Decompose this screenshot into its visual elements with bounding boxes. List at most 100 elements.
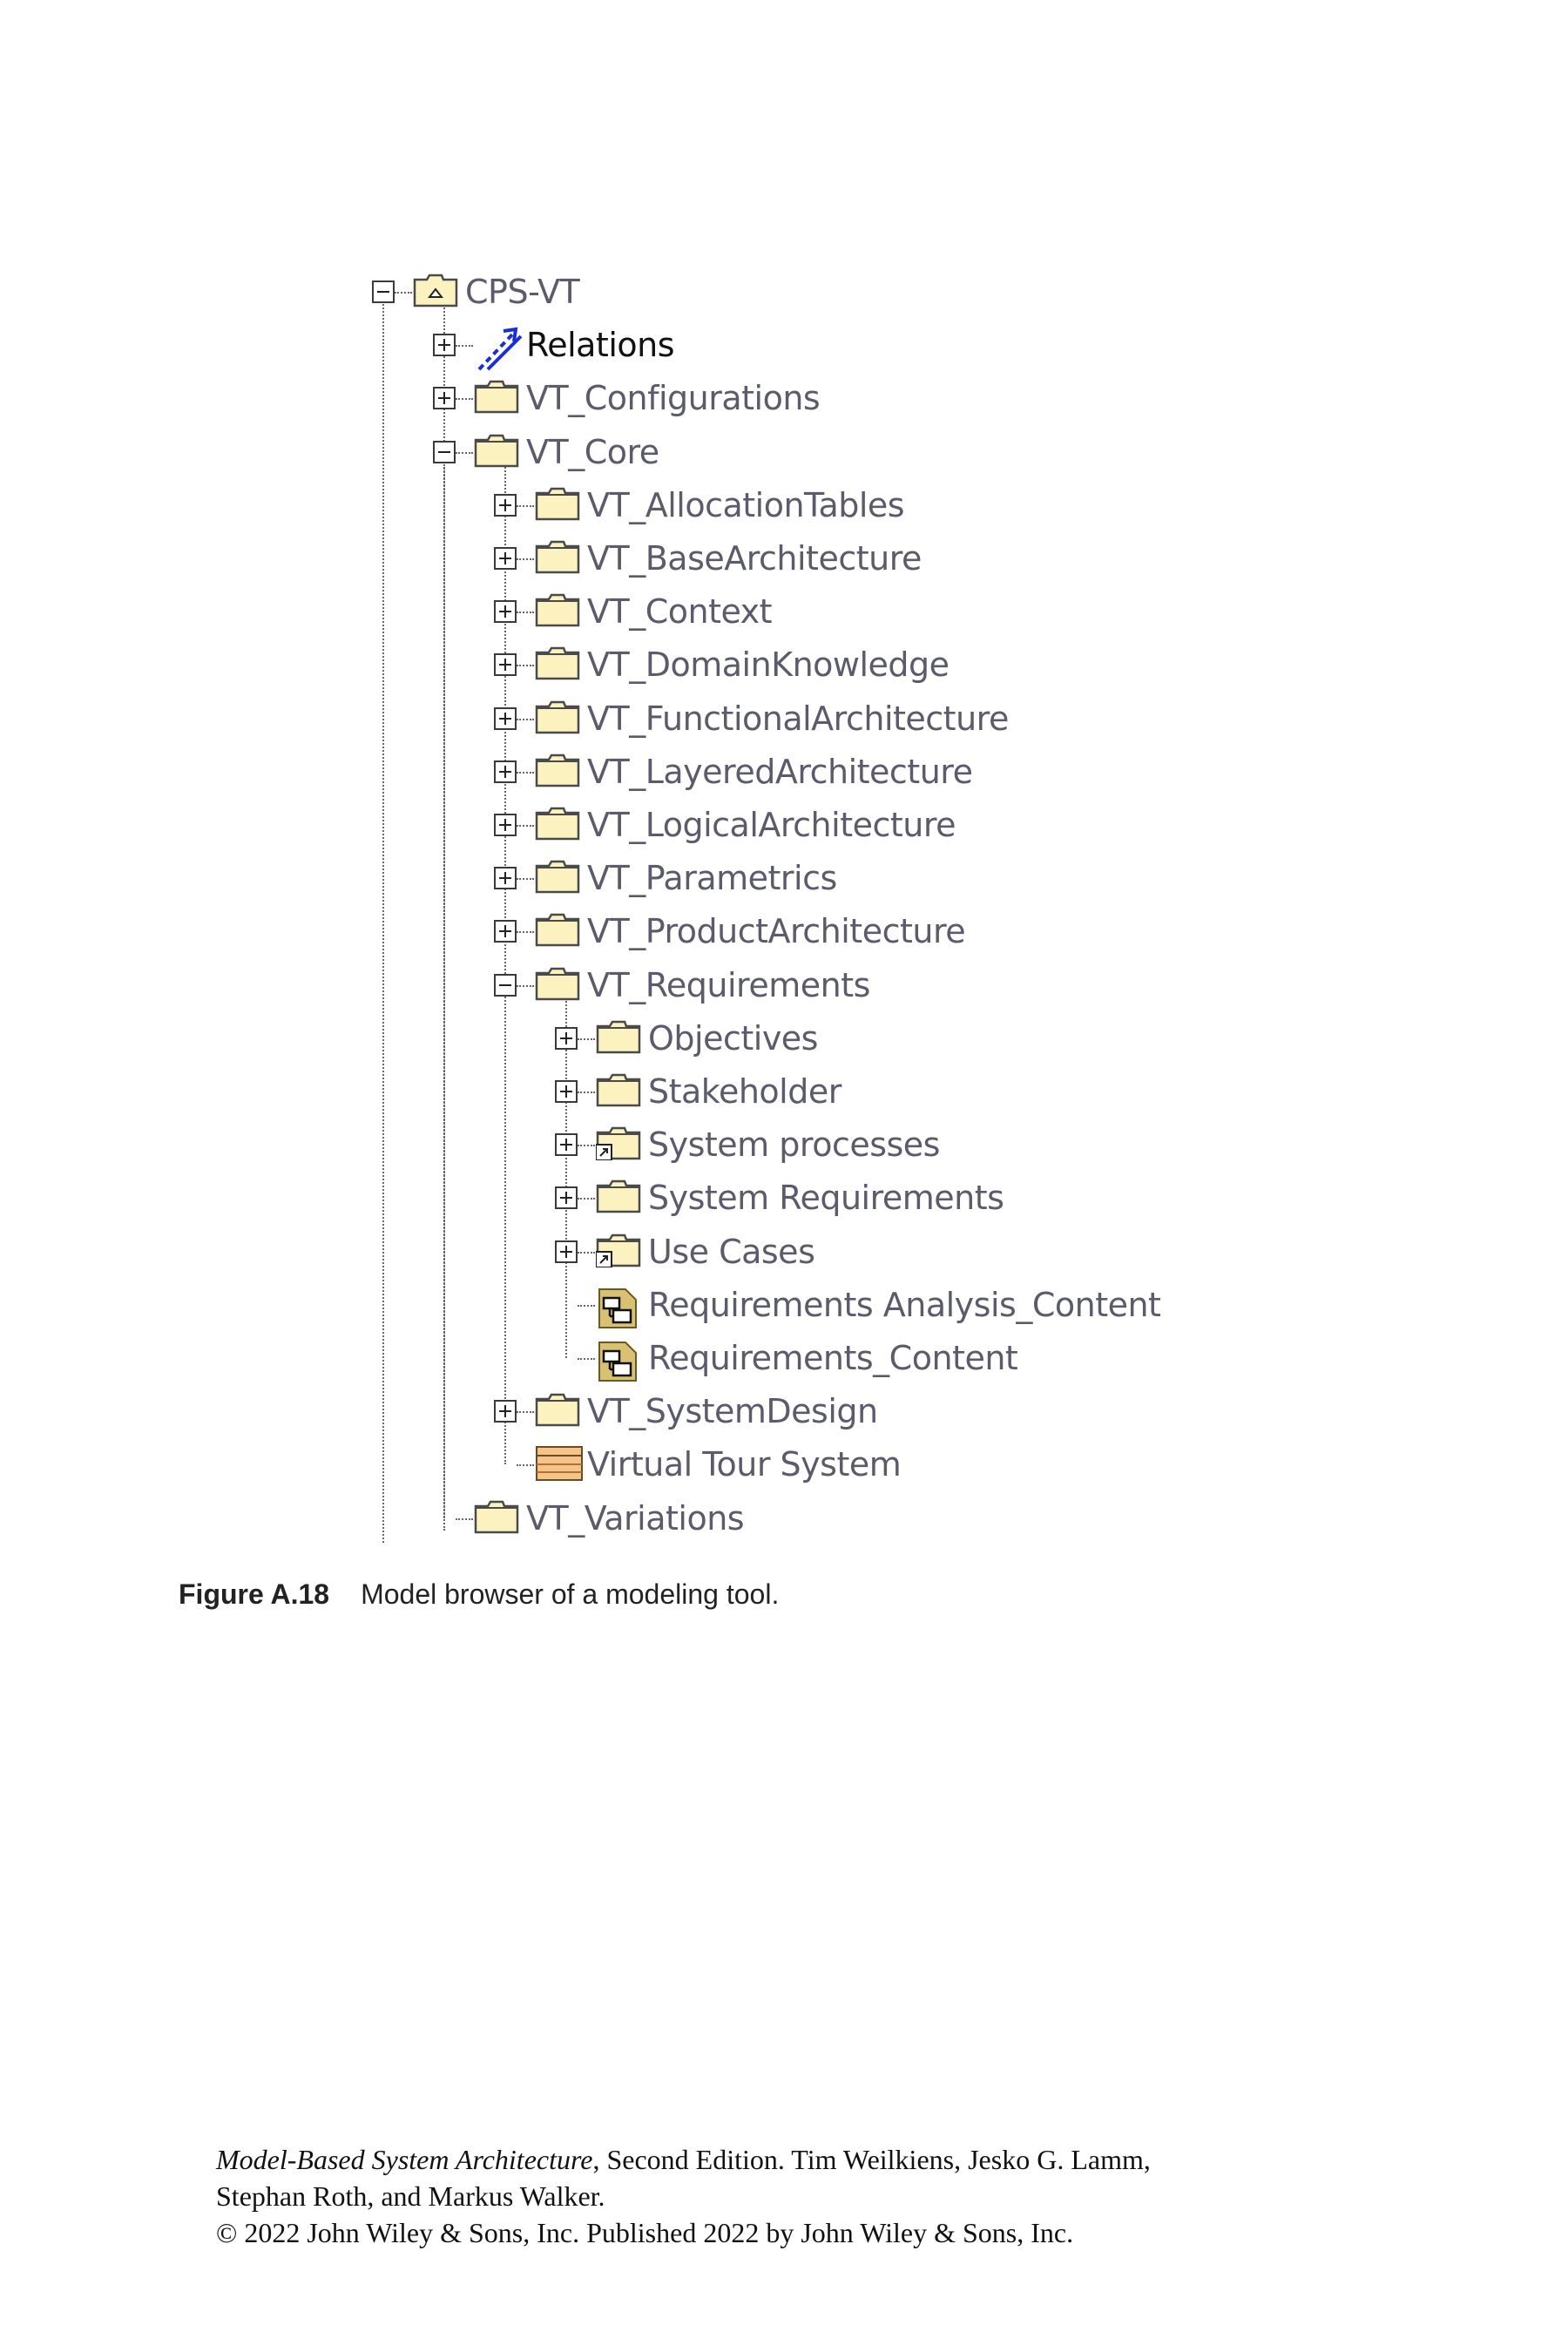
tree-connector xyxy=(517,558,534,560)
folder-icon xyxy=(474,1499,519,1534)
expand-toggle[interactable] xyxy=(555,1133,578,1157)
relations-icon xyxy=(474,326,523,371)
toggle-bar xyxy=(565,1085,567,1098)
expand-toggle[interactable] xyxy=(494,653,517,677)
tree-connector xyxy=(456,451,473,454)
tree-item-vt-systemdesign[interactable]: VT_SystemDesign xyxy=(587,1392,878,1431)
toggle-bar xyxy=(504,925,506,938)
tree-item-virtual-tour-system[interactable]: Virtual Tour System xyxy=(587,1445,902,1484)
expand-toggle[interactable] xyxy=(494,547,517,570)
book-footer: Model-Based System Architecture, Second … xyxy=(216,2141,1151,2251)
folder-icon xyxy=(535,700,580,734)
tree-item-vt-parametrics[interactable]: VT_Parametrics xyxy=(587,859,837,898)
tree-item-vt-domainknowledge[interactable]: VT_DomainKnowledge xyxy=(587,645,950,685)
figure-number: Figure A.18 xyxy=(179,1578,330,1610)
folder-icon xyxy=(474,379,519,414)
tree-item-vt-basearchitecture[interactable]: VT_BaseArchitecture xyxy=(587,539,922,578)
tree-item-objectives[interactable]: Objectives xyxy=(648,1018,818,1058)
tree-item-system-processes[interactable]: System processes xyxy=(648,1125,940,1165)
tree-item-stakeholder[interactable]: Stakeholder xyxy=(648,1072,841,1111)
expand-toggle[interactable] xyxy=(433,334,456,357)
diagram-icon xyxy=(596,1339,641,1382)
tree-connector xyxy=(517,825,534,827)
toggle-bar xyxy=(504,819,506,831)
tree-item-vt-productarchitecture[interactable]: VT_ProductArchitecture xyxy=(587,912,966,951)
tree-item-vt-allocationtables[interactable]: VT_AllocationTables xyxy=(587,485,905,524)
footer-line-3: © 2022 John Wiley & Sons, Inc. Published… xyxy=(216,2217,1074,2248)
folder-icon xyxy=(535,486,580,521)
expand-toggle[interactable] xyxy=(494,706,517,730)
tree-item-vt-layeredarchitecture[interactable]: VT_LayeredArchitecture xyxy=(587,752,973,791)
tree-guide-line xyxy=(382,304,384,1543)
toggle-bar xyxy=(499,983,511,986)
toggle-bar xyxy=(504,605,506,618)
toggle-bar xyxy=(565,1245,567,1258)
tree-item-relations[interactable]: Relations xyxy=(526,326,675,365)
tree-connector xyxy=(517,612,534,614)
diagram-icon xyxy=(596,1286,641,1328)
toggle-bar xyxy=(565,1031,567,1044)
tree-item-vt-variations[interactable]: VT_Variations xyxy=(526,1498,745,1538)
folder-icon xyxy=(535,645,580,680)
tree-item-use-cases[interactable]: Use Cases xyxy=(648,1232,815,1271)
tree-connector xyxy=(517,718,534,720)
toggle-bar xyxy=(377,291,389,293)
tree-connector xyxy=(517,771,534,774)
tree-item-vt-logicalarchitecture[interactable]: VT_LogicalArchitecture xyxy=(587,806,956,844)
tree-connector xyxy=(578,1304,595,1307)
tree-connector xyxy=(517,665,534,667)
tree-item-vt-context[interactable]: VT_Context xyxy=(587,592,773,632)
block-icon xyxy=(535,1445,583,1482)
expand-toggle[interactable] xyxy=(494,1400,517,1423)
collapse-toggle[interactable] xyxy=(433,440,456,463)
tree-connector xyxy=(456,345,473,348)
tree-connector xyxy=(578,1145,595,1147)
expand-toggle[interactable] xyxy=(555,1080,578,1103)
tree-item-vt-configurations[interactable]: VT_Configurations xyxy=(526,379,821,418)
footer-line-1: Model-Based System Architecture, Second … xyxy=(216,2141,1151,2178)
expand-toggle[interactable] xyxy=(433,387,456,410)
expand-toggle[interactable] xyxy=(494,600,517,624)
folder-icon xyxy=(535,1392,580,1427)
folder-icon xyxy=(535,859,580,894)
folder-icon xyxy=(535,806,580,841)
collapse-toggle[interactable] xyxy=(372,280,395,303)
tree-item-system-requirements[interactable]: System Requirements xyxy=(648,1179,1004,1218)
expand-toggle[interactable] xyxy=(494,867,517,890)
tree-connector xyxy=(456,1517,473,1520)
folder-icon xyxy=(596,1019,641,1054)
model-icon xyxy=(413,273,458,308)
tree-item-requirements-analysis-content[interactable]: Requirements Analysis_Content xyxy=(648,1285,1161,1324)
expand-toggle[interactable] xyxy=(494,493,517,517)
toggle-bar xyxy=(443,339,445,352)
expand-toggle[interactable] xyxy=(555,1026,578,1050)
toggle-bar xyxy=(565,1192,567,1205)
expand-toggle[interactable] xyxy=(555,1240,578,1263)
figure-caption-text: Model browser of a modeling tool. xyxy=(361,1578,780,1610)
tree-connector xyxy=(517,984,534,987)
expand-toggle[interactable] xyxy=(555,1186,578,1210)
folder-icon xyxy=(535,592,580,627)
expand-toggle[interactable] xyxy=(494,814,517,836)
figure-caption: Figure A.18 Model browser of a modeling t… xyxy=(179,1578,779,1611)
tree-item-cps-vt[interactable]: CPS-VT xyxy=(465,273,580,311)
shared-folder-icon xyxy=(595,1233,641,1268)
expand-toggle[interactable] xyxy=(494,760,517,783)
expand-toggle[interactable] xyxy=(494,920,517,943)
toggle-bar xyxy=(504,712,506,725)
toggle-bar xyxy=(504,498,506,511)
tree-item-vt-functionalarchitecture[interactable]: VT_FunctionalArchitecture xyxy=(587,699,1009,738)
tree-item-requirements-content[interactable]: Requirements_Content xyxy=(648,1339,1018,1377)
tree-item-vt-core[interactable]: VT_Core xyxy=(526,432,659,471)
tree-connector xyxy=(517,504,534,507)
collapse-toggle[interactable] xyxy=(494,973,517,997)
toggle-bar xyxy=(438,450,450,453)
toggle-bar xyxy=(443,392,445,405)
tree-connector xyxy=(578,1198,595,1200)
tree-item-vt-requirements[interactable]: VT_Requirements xyxy=(587,965,870,1004)
folder-icon xyxy=(474,433,519,468)
tree-guide-line xyxy=(565,997,567,1358)
toggle-bar xyxy=(504,1405,506,1418)
tree-connector xyxy=(578,1358,595,1360)
